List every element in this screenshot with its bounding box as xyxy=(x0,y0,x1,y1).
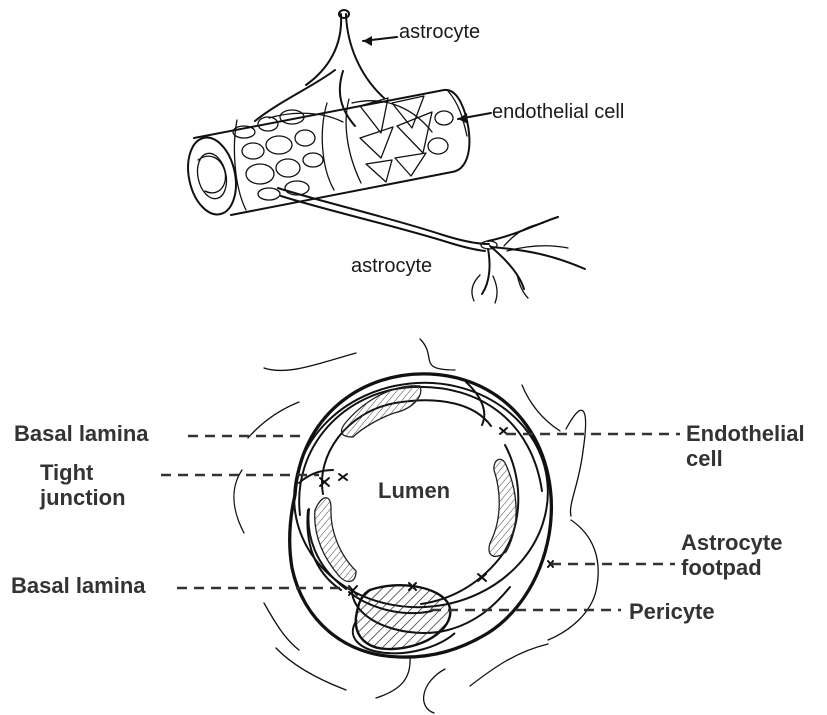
capillary-cross-section xyxy=(161,339,680,713)
capillary-tube xyxy=(181,90,469,219)
endfoot-mesh-right xyxy=(360,96,453,182)
basal-lamina-lower-label: Basal lamina xyxy=(11,574,146,599)
pericyte-label: Pericyte xyxy=(629,600,715,625)
astrocyte-top-label: astrocyte xyxy=(399,21,480,43)
basal-lamina-upper-label: Basal lamina xyxy=(14,422,149,447)
astrocyte-lower-cell xyxy=(278,188,585,303)
tight-junction-label: Tight junction xyxy=(40,461,126,510)
astrocyte-footpad-label: Astrocyte footpad xyxy=(681,531,782,580)
endothelial-cell-top-label: endothelial cell xyxy=(492,101,624,123)
top-label-arrows xyxy=(363,36,491,124)
lumen-label: Lumen xyxy=(378,479,450,504)
endfoot-mesh-left xyxy=(233,110,323,200)
endothelial-cell-label: Endothelial cell xyxy=(686,422,805,471)
astrocyte-bottom-label: astrocyte xyxy=(351,255,432,277)
pericyte-cell xyxy=(353,585,455,653)
